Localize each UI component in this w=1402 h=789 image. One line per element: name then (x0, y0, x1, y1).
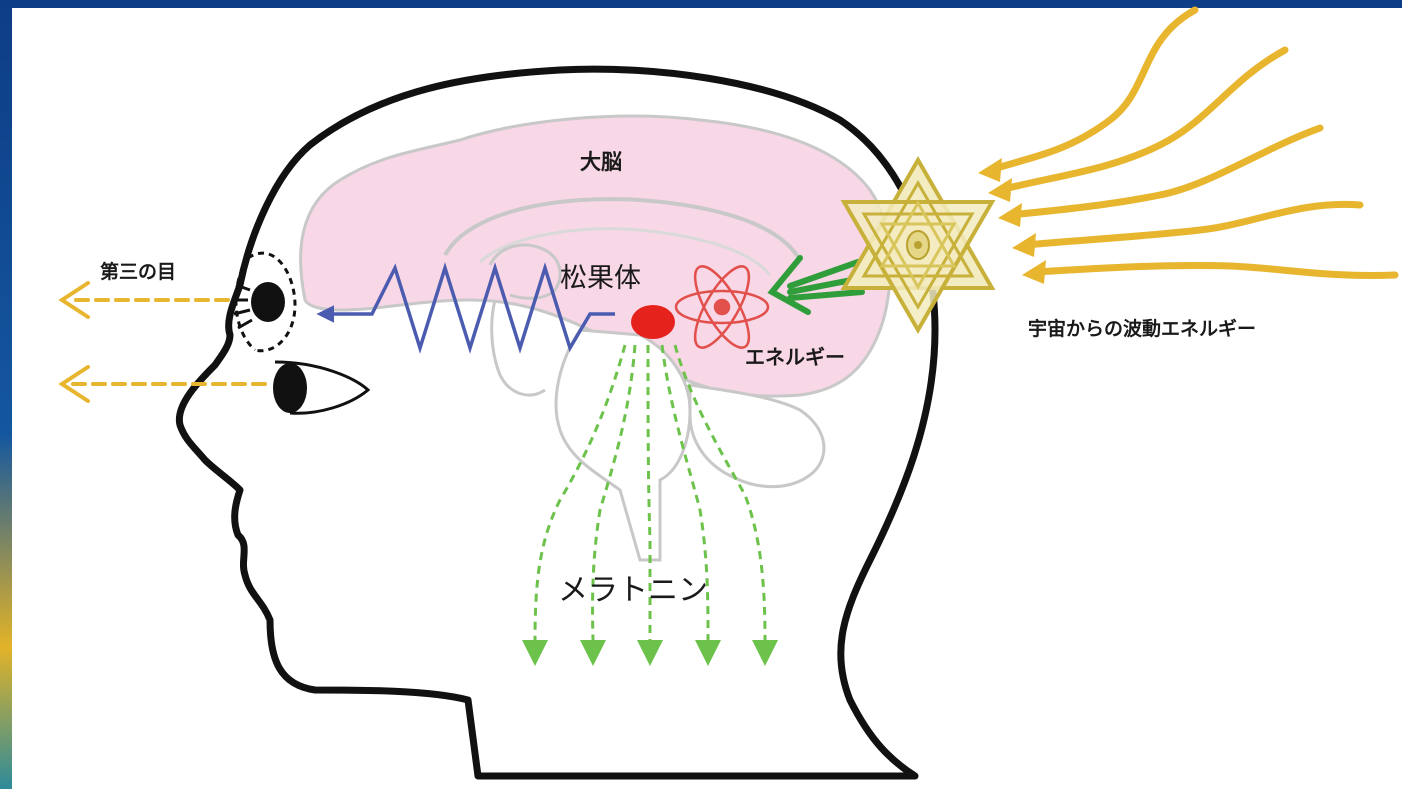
pineal-gland-dot (631, 305, 675, 339)
cosmic-ray-arrows (986, 6, 1399, 280)
label-energy: エネルギー (745, 345, 845, 369)
eye-ray-arrows (58, 281, 267, 403)
brain-inner-arc (443, 197, 802, 262)
cosmic-ray-5 (1031, 261, 1399, 280)
label-melatonin: メラトニン (558, 573, 708, 608)
atom-icon (674, 265, 770, 349)
energy-wave (316, 262, 615, 354)
melatonin-path-1 (533, 344, 627, 641)
melatonin-arrows (533, 344, 767, 641)
cosmic-ray-arrowheads (978, 158, 1046, 284)
label-pineal-body: 松果体 (560, 263, 641, 294)
melatonin-arrowheads (522, 640, 778, 666)
third-eye-icon (232, 251, 297, 353)
cosmic-ray-1 (986, 6, 1199, 174)
label-cerebrum: 大脳 (580, 150, 622, 174)
brain-cerebrum (299, 114, 892, 398)
hexagram-star-icon (840, 156, 996, 334)
ventricle-outline (490, 299, 546, 397)
melatonin-path-3 (646, 344, 652, 640)
melatonin-path-4 (660, 344, 710, 641)
eye-icon (273, 360, 371, 415)
melatonin-path-2 (591, 344, 637, 641)
cosmic-ray-3 (1006, 124, 1324, 219)
cosmic-ray-2 (996, 46, 1289, 194)
label-cosmic-wave-energy: 宇宙からの波動エネルギー (1028, 317, 1256, 340)
cerebellum (688, 383, 826, 489)
melatonin-path-5 (673, 344, 767, 641)
cosmic-ray-4 (1021, 200, 1364, 249)
brain-inner-arc-2 (478, 227, 772, 276)
label-third-eye: 第三の目 (100, 260, 176, 283)
